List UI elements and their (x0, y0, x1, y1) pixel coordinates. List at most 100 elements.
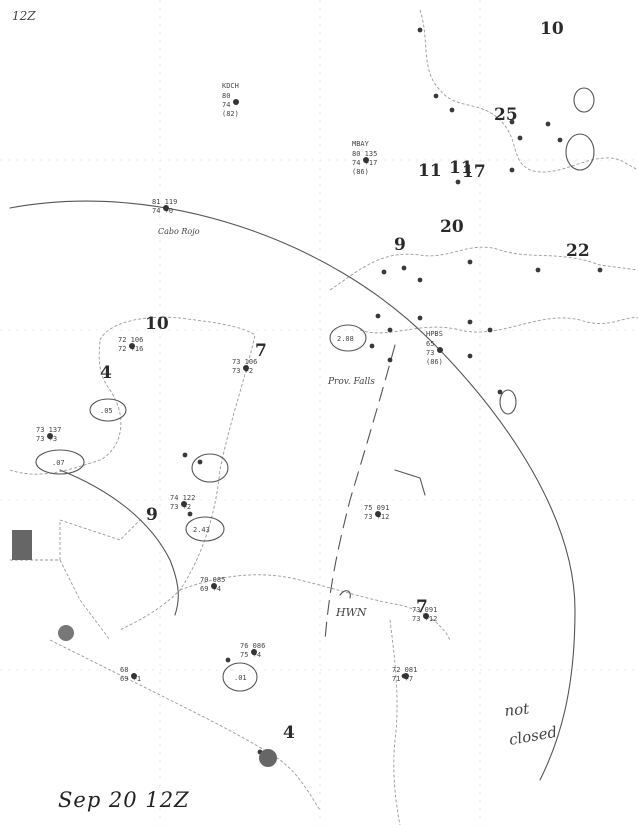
observation-dot (467, 259, 473, 265)
station-circle (251, 649, 257, 655)
big-number: 10 (145, 314, 169, 334)
observation-dot (417, 315, 423, 321)
low-hook (339, 590, 351, 599)
big-numbers: 10 7 4 9 7 4 10 11 17 20 22 25 11 9 (100, 19, 590, 743)
inner-curve (59, 469, 179, 616)
station-id: HPBS (426, 330, 443, 338)
observation-dot (401, 265, 407, 271)
big-number: 9 (146, 505, 158, 525)
station-circle (437, 347, 443, 353)
station-circle (211, 583, 217, 589)
station-circle (163, 205, 169, 211)
total-label: .07 (52, 459, 65, 467)
observation-dot (369, 343, 375, 349)
observation-dot (187, 511, 193, 517)
analysis-circle (9, 200, 576, 781)
observation-dot (509, 119, 515, 125)
observation-dot (487, 327, 493, 333)
station-value: 72 081 (392, 666, 417, 674)
observation-dot (197, 459, 203, 465)
circled-totals: 2.08 2.43 .05 .07 .01 (35, 87, 595, 692)
station-circle (129, 343, 135, 349)
coastlines (9, 9, 638, 825)
station-circle (423, 613, 429, 619)
station-value: 73 +2 (232, 367, 253, 375)
big-number: 9 (394, 235, 406, 255)
observation-dot (182, 452, 188, 458)
station-circle (403, 673, 409, 679)
observation-dot (375, 313, 381, 319)
observation-dot (417, 277, 423, 283)
station-value: 73 091 (412, 606, 437, 614)
observation-dot (597, 267, 603, 273)
big-number: 22 (566, 241, 590, 261)
station-value: 69 +4 (200, 585, 221, 593)
station-circle (233, 99, 239, 105)
big-number: 4 (283, 723, 295, 743)
map-caption: Sep 20 12Z (58, 788, 190, 812)
station-value: 72 106 (118, 336, 143, 344)
observation-dot (387, 327, 393, 333)
station-circle (243, 365, 249, 371)
station-circle (375, 511, 381, 517)
station-value: 75 091 (364, 504, 389, 512)
place-label-prov-falls: Prov. Falls (327, 377, 375, 387)
observation-dot (535, 267, 541, 273)
station-value: 70 085 (200, 576, 225, 584)
station-value: 69 +1 (120, 675, 141, 683)
station-value: 74 +17 (352, 159, 377, 167)
station-value: 80 (222, 92, 230, 100)
note-not: not (504, 699, 531, 720)
station-value: 68 (120, 666, 128, 674)
observation-dot (387, 357, 393, 363)
observation-dot (225, 657, 231, 663)
observation-dot (557, 137, 563, 143)
station-value: 71 +7 (392, 675, 413, 683)
observation-dot (497, 389, 503, 395)
station-circle (363, 157, 369, 163)
total-label: .01 (234, 674, 247, 682)
big-number: 11 (449, 158, 473, 178)
station-value: 65 (426, 340, 434, 348)
observation-dot (467, 353, 473, 359)
station-value: (86) (426, 358, 443, 366)
trough-lines (324, 344, 426, 641)
big-number: 25 (494, 105, 518, 125)
ink-marks (12, 530, 277, 767)
station-value: 80 135 (352, 150, 377, 158)
station-value: 81 119 (152, 198, 177, 206)
station-value: 73 +3 (36, 435, 57, 443)
big-number: 17 (462, 162, 486, 182)
big-number: 7 (416, 597, 428, 617)
low-label: HWN (335, 606, 367, 619)
station-value: 74 122 (170, 494, 195, 502)
corner-time-label: 12Z (12, 9, 36, 23)
observation-dot (455, 179, 461, 185)
station-value: 73 106 (232, 358, 257, 366)
station-value: 73 +2 (170, 503, 191, 511)
big-number: 10 (540, 19, 564, 39)
station-circle (131, 673, 137, 679)
observation-dot (517, 135, 523, 141)
big-number: 4 (100, 363, 112, 383)
observation-dot (433, 93, 439, 99)
observation-dot (545, 121, 551, 127)
station-value: 73 +12 (364, 513, 389, 521)
station-value: 74 +0 (152, 207, 173, 215)
station-id: KDCH (222, 82, 239, 90)
station-id: MBAY (352, 140, 370, 148)
observation-dot (381, 269, 387, 275)
